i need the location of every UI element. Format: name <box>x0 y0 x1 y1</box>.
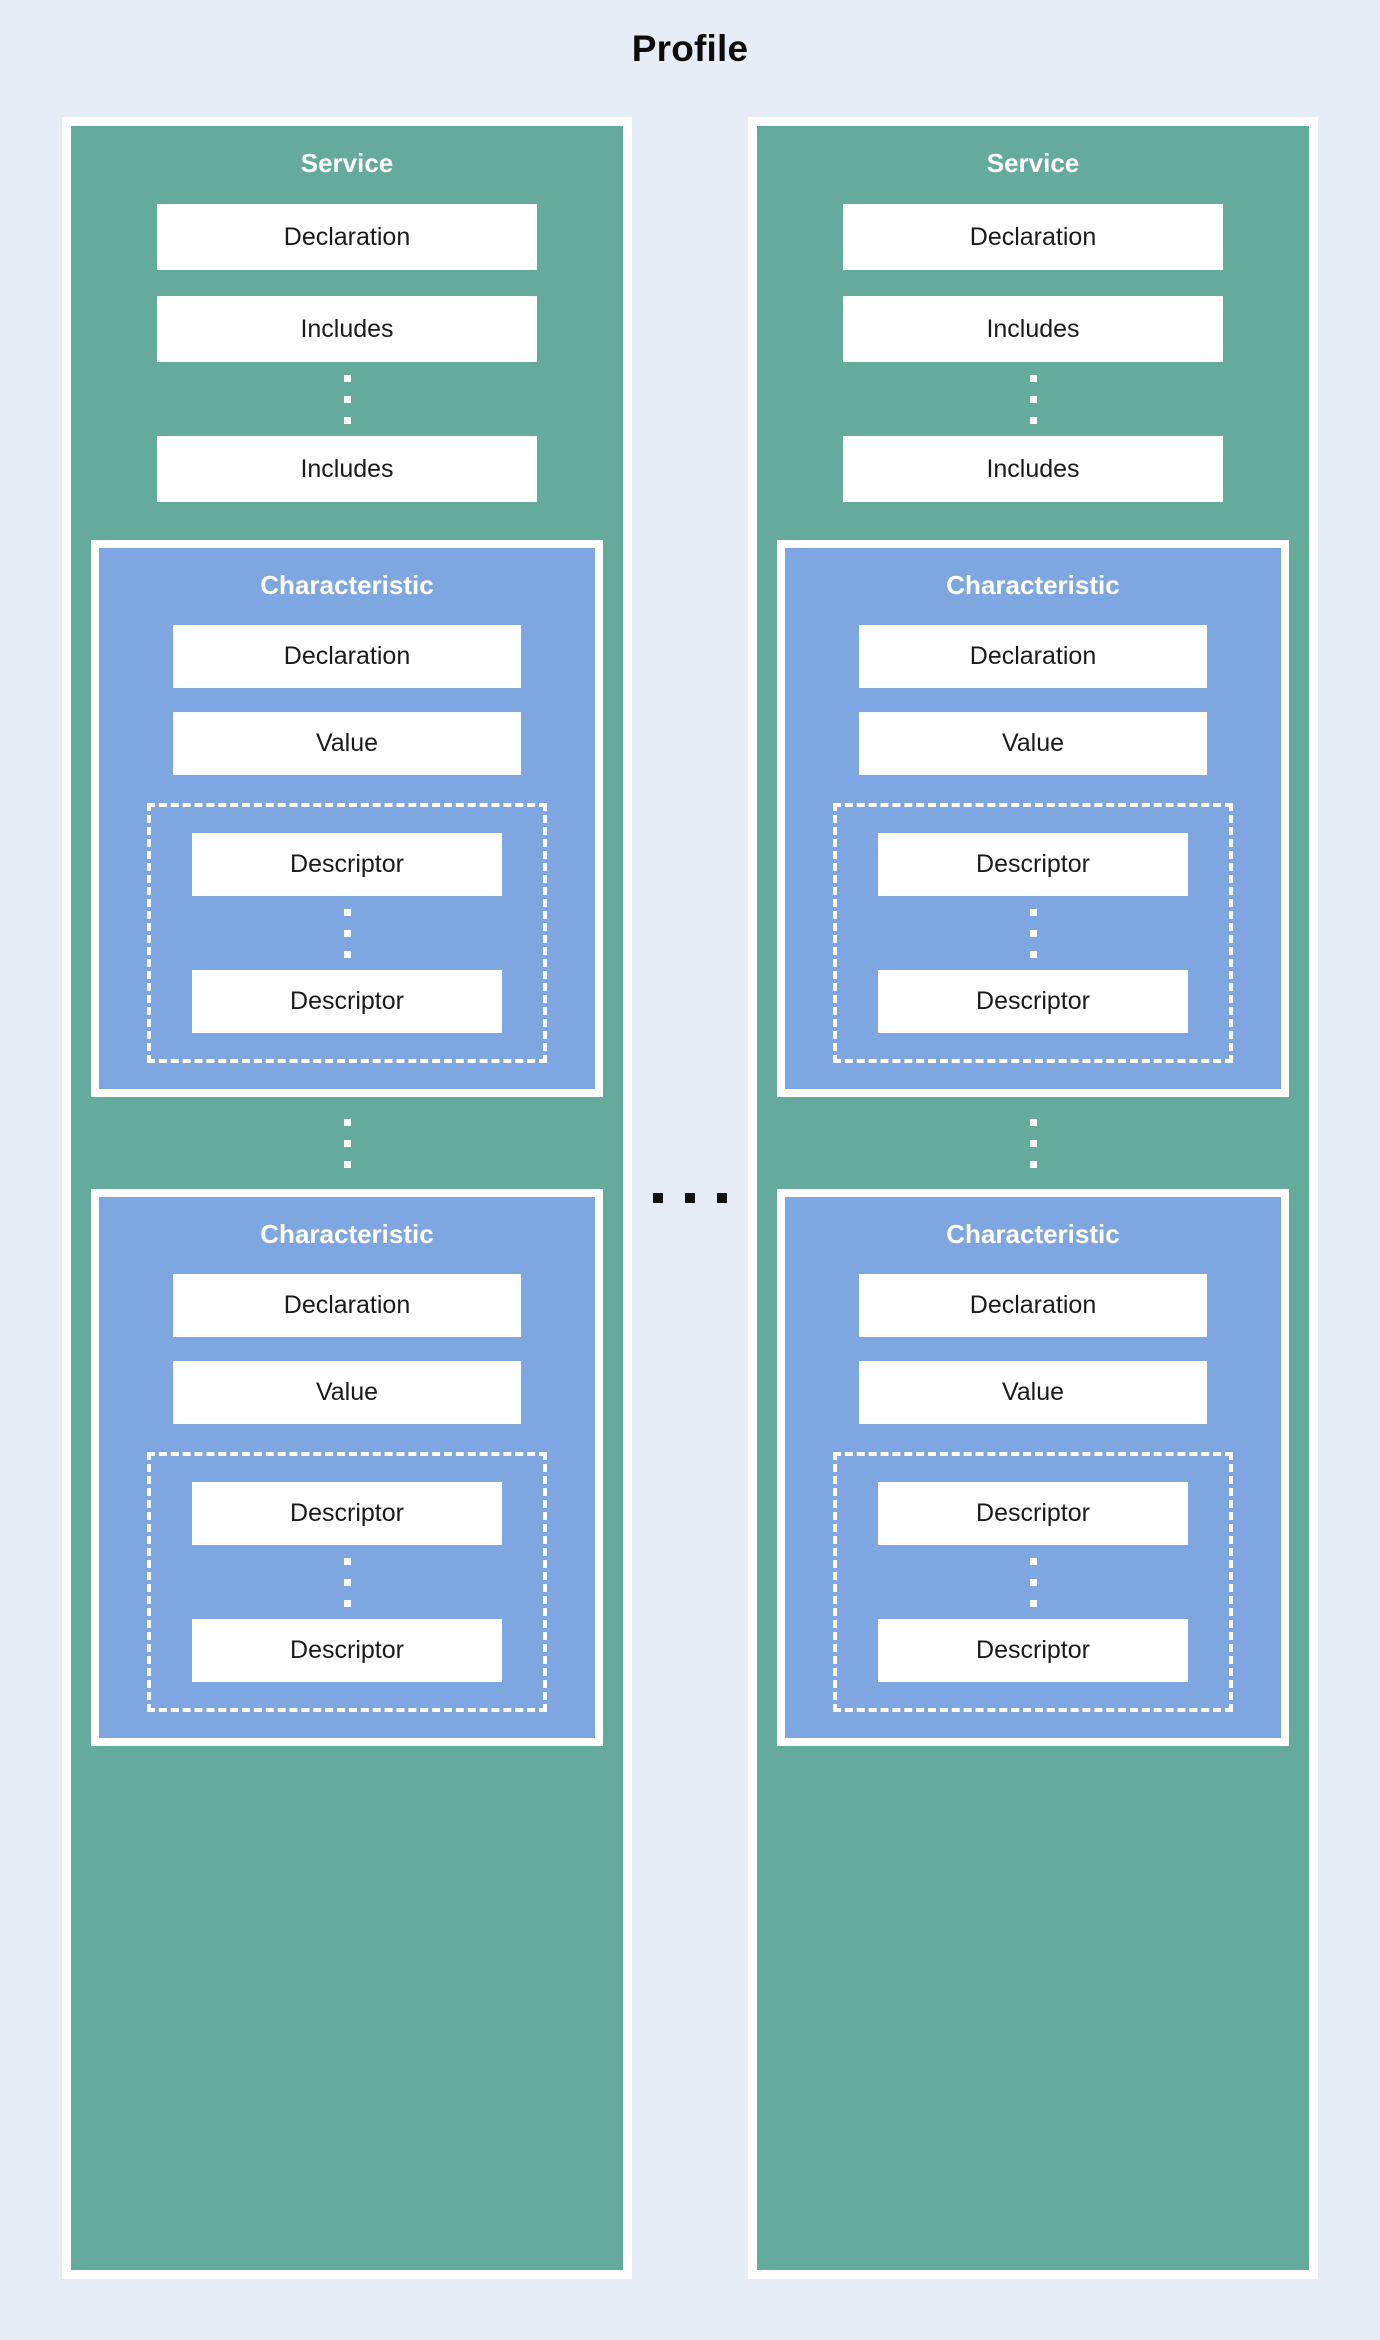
service-title: Service <box>300 148 394 178</box>
vertical-ellipsis-icon <box>343 896 351 970</box>
vertical-ellipsis-icon <box>1029 1097 1037 1189</box>
service-includes-field-last: Includes <box>843 436 1223 502</box>
descriptor-field-first: Descriptor <box>192 1482 502 1545</box>
descriptor-field-first: Descriptor <box>878 833 1188 896</box>
descriptor-field-first: Descriptor <box>192 833 502 896</box>
characteristic-box: Characteristic Declaration Value Descrip… <box>91 540 603 1097</box>
characteristic-value-field: Value <box>173 712 521 775</box>
characteristic-value-field: Value <box>173 1361 521 1424</box>
descriptor-field-last: Descriptor <box>878 970 1188 1033</box>
characteristic-declaration-field: Declaration <box>859 625 1207 688</box>
descriptor-field-last: Descriptor <box>878 1619 1188 1682</box>
vertical-ellipsis-icon <box>1029 1545 1037 1619</box>
descriptor-field-first: Descriptor <box>878 1482 1188 1545</box>
service-box-right: Service Declaration Includes Includes Ch… <box>748 117 1318 2279</box>
characteristic-value-field: Value <box>859 712 1207 775</box>
service-includes-field-first: Includes <box>157 296 537 362</box>
characteristic-title: Characteristic <box>946 570 1120 600</box>
characteristic-title: Characteristic <box>260 570 434 600</box>
characteristics-list-right: Characteristic Declaration Value Descrip… <box>757 540 1309 1746</box>
characteristic-box: Characteristic Declaration Value Descrip… <box>777 1189 1289 1746</box>
descriptor-field-last: Descriptor <box>192 970 502 1033</box>
descriptor-group: Descriptor Descriptor <box>147 803 547 1063</box>
service-includes-field-last: Includes <box>157 436 537 502</box>
characteristics-list-left: Characteristic Declaration Value Descrip… <box>71 540 623 1746</box>
characteristic-value-field: Value <box>859 1361 1207 1424</box>
service-declaration-field: Declaration <box>843 204 1223 270</box>
descriptor-field-last: Descriptor <box>192 1619 502 1682</box>
characteristic-declaration-field: Declaration <box>859 1274 1207 1337</box>
vertical-ellipsis-icon <box>343 1545 351 1619</box>
service-declaration-field: Declaration <box>157 204 537 270</box>
services-container: Service Declaration Includes Includes Ch… <box>62 117 1318 2279</box>
horizontal-ellipsis-icon <box>634 1193 746 1203</box>
characteristic-declaration-field: Declaration <box>173 1274 521 1337</box>
descriptor-group: Descriptor Descriptor <box>833 1452 1233 1712</box>
characteristic-declaration-field: Declaration <box>173 625 521 688</box>
vertical-ellipsis-icon <box>1029 896 1037 970</box>
characteristic-box: Characteristic Declaration Value Descrip… <box>91 1189 603 1746</box>
page-title: Profile <box>631 28 749 69</box>
vertical-ellipsis-icon <box>343 362 351 436</box>
service-box-left: Service Declaration Includes Includes Ch… <box>62 117 632 2279</box>
descriptor-group: Descriptor Descriptor <box>147 1452 547 1712</box>
descriptor-group: Descriptor Descriptor <box>833 803 1233 1063</box>
vertical-ellipsis-icon <box>1029 362 1037 436</box>
service-title: Service <box>986 148 1080 178</box>
characteristic-title: Characteristic <box>946 1219 1120 1249</box>
service-includes-field-first: Includes <box>843 296 1223 362</box>
characteristic-box: Characteristic Declaration Value Descrip… <box>777 540 1289 1097</box>
vertical-ellipsis-icon <box>343 1097 351 1189</box>
characteristic-title: Characteristic <box>260 1219 434 1249</box>
